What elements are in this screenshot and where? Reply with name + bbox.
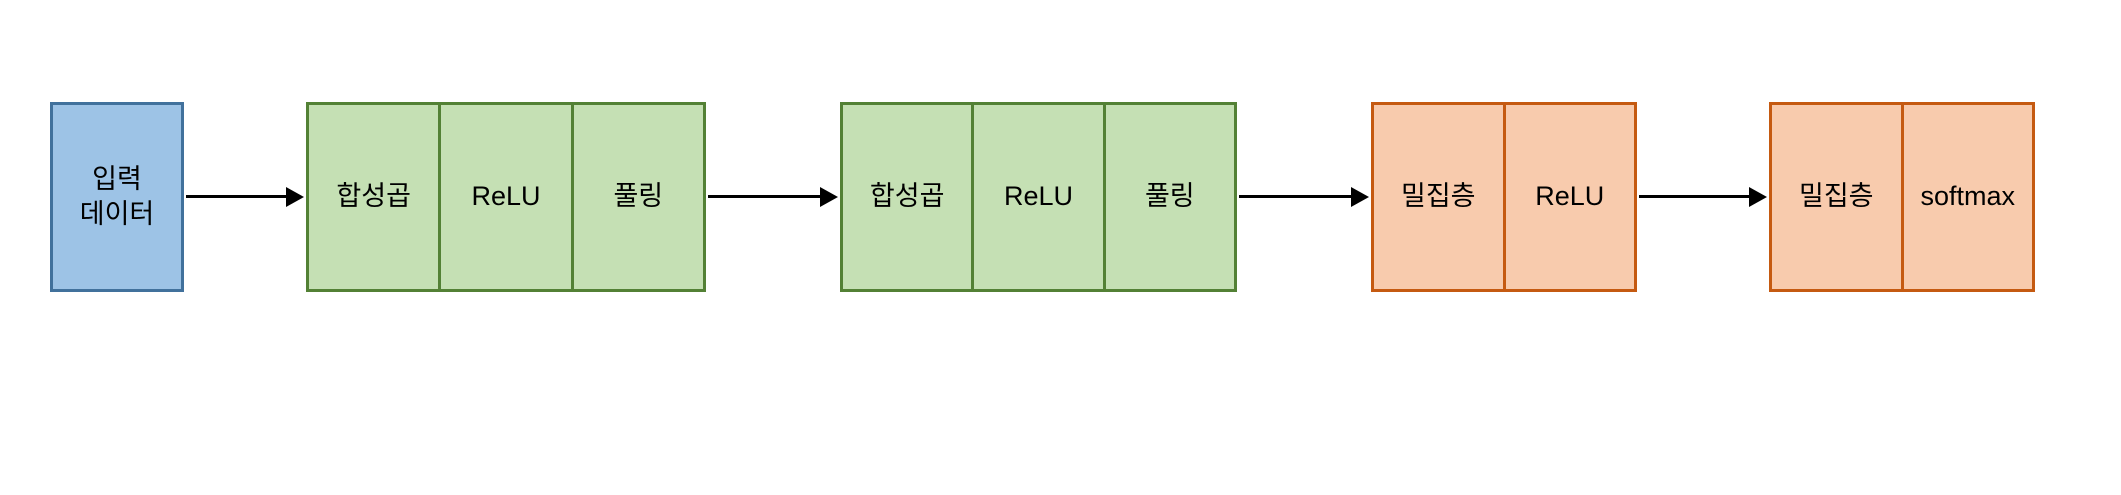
dense1-cell-dense: 밀집층 (1400, 181, 1476, 212)
arrow-shaft (186, 195, 289, 198)
conv2-cell-pooling: 풀링 (1102, 105, 1234, 289)
node-input-data: 입력 데이터 (50, 102, 184, 292)
arrowhead-icon (820, 187, 838, 207)
dense2-cell-dense: 밀집층 (1798, 181, 1874, 212)
node-input-data-label: 입력 데이터 (79, 163, 155, 229)
dense2-cell-softmax: softmax (1900, 105, 2033, 289)
arrow-dense1-to-dense2 (1639, 187, 1767, 207)
conv1-cell-pooling: 풀링 (570, 105, 703, 289)
conv1-cell-relu: ReLU (438, 105, 570, 289)
dense1-cell-relu: ReLU (1502, 105, 1635, 289)
conv2-cell-relu: ReLU (971, 105, 1102, 289)
arrow-conv1-to-conv2 (708, 187, 838, 207)
arrow-shaft (708, 195, 823, 198)
arrow-shaft (1239, 195, 1354, 198)
arrowhead-icon (286, 187, 304, 207)
arrowhead-icon (1351, 187, 1369, 207)
node-dense-block-2: 밀집층 softmax (1769, 102, 2035, 292)
conv2-cell-convolution: 합성곱 (869, 181, 945, 212)
conv1-cell-convolution: 합성곱 (336, 181, 411, 212)
arrow-input-to-conv1 (186, 187, 304, 207)
node-dense-block-1: 밀집층 ReLU (1371, 102, 1637, 292)
arrowhead-icon (1749, 187, 1767, 207)
node-conv-block-2: 합성곱 ReLU 풀링 (840, 102, 1237, 292)
arrow-shaft (1639, 195, 1752, 198)
arrow-conv2-to-dense1 (1239, 187, 1369, 207)
node-conv-block-1: 합성곱 ReLU 풀링 (306, 102, 706, 292)
